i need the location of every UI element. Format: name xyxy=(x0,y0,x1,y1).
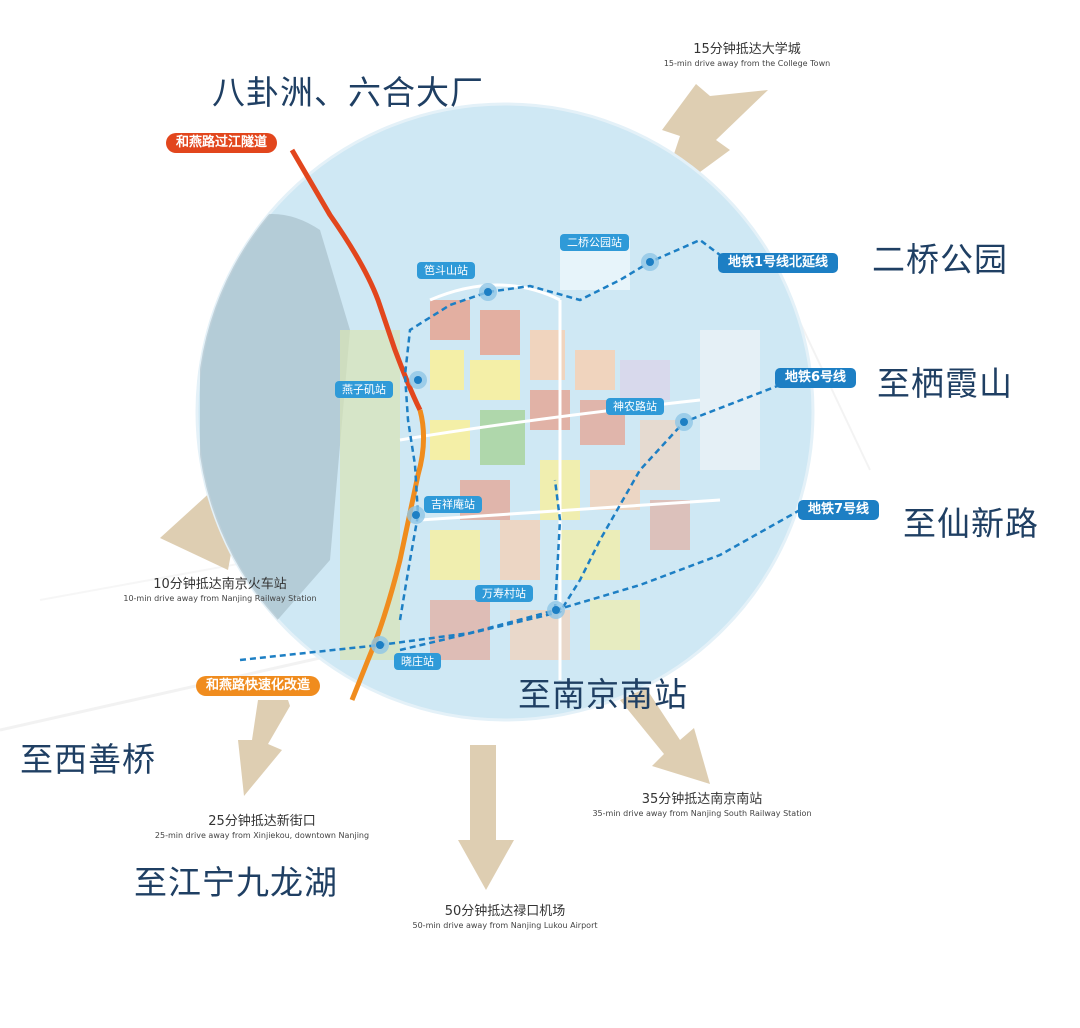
dest-xinjiekou: 25分钟抵达新街口 25-min drive away from Xinjiek… xyxy=(155,814,369,841)
dest-college-town: 15分钟抵达大学城 15-min drive away from the Col… xyxy=(664,42,830,69)
dest-college-town-en: 15-min drive away from the College Town xyxy=(663,59,831,68)
label-erqiao-park: 二桥公园 xyxy=(872,240,1008,279)
metro-line-7b-path xyxy=(553,479,562,611)
label-to-nanjing-south: 至南京南站 xyxy=(518,675,688,714)
pill-metro-line-6: 地铁6号线 xyxy=(775,368,857,388)
dest-south-station: 35分钟抵达南京南站 35-min drive away from Nanjin… xyxy=(592,792,811,819)
pill-tunnel: 和燕路过江隧道 xyxy=(166,133,278,153)
dest-railway-station: 10分钟抵达南京火车站 10-min drive away from Nanji… xyxy=(123,577,316,604)
dest-south-station-en: 35-min drive away from Nanjing South Rai… xyxy=(592,809,812,818)
dest-south-station-cn: 35分钟抵达南京南站 xyxy=(641,792,763,807)
metro-line-1-path xyxy=(398,238,721,621)
arrow-college-town xyxy=(662,84,768,172)
dest-airport-en: 50-min drive away from Nanjing Lukou Air… xyxy=(412,921,598,930)
dest-airport-cn: 50分钟抵达禄口机场 xyxy=(444,904,566,919)
station-erqiao-park: 二桥公园站 xyxy=(560,234,629,251)
dest-xinjiekou-en: 25-min drive away from Xinjiekou, downto… xyxy=(154,831,370,840)
label-to-qixia: 至栖霞山 xyxy=(877,364,1013,403)
pill-metro-line-1: 地铁1号线北延线 xyxy=(718,253,839,273)
dest-college-town-cn: 15分钟抵达大学城 xyxy=(693,42,801,57)
station-shennonglu: 神农路站 xyxy=(606,398,664,415)
dest-railway-station-en: 10-min drive away from Nanjing Railway S… xyxy=(123,594,317,603)
station-jixiangan: 吉祥庵站 xyxy=(424,496,482,513)
station-yanziji: 燕子矶站 xyxy=(335,381,393,398)
label-to-xishan: 至西善桥 xyxy=(20,740,156,779)
label-bagua-liuhe: 八卦洲、六合大厂 xyxy=(212,73,484,112)
arrow-xinjiekou xyxy=(238,700,290,796)
dest-railway-station-cn: 10分钟抵达南京火车站 xyxy=(153,577,287,592)
label-to-xianxin: 至仙新路 xyxy=(903,504,1039,543)
dest-xinjiekou-cn: 25分钟抵达新街口 xyxy=(208,814,316,829)
tunnel-road-line xyxy=(289,148,423,412)
station-xiaozhuang: 晓庄站 xyxy=(394,653,441,670)
dest-airport: 50分钟抵达禄口机场 50-min drive away from Nanjin… xyxy=(413,904,598,931)
pill-metro-line-7: 地铁7号线 xyxy=(798,500,880,520)
arrow-south-station xyxy=(620,688,710,784)
arrow-airport xyxy=(458,745,514,890)
station-mudoushan: 笆斗山站 xyxy=(417,262,475,279)
station-wanshoucun: 万寿村站 xyxy=(475,585,533,602)
station-dots xyxy=(371,253,693,654)
pill-expressway: 和燕路快速化改造 xyxy=(196,676,321,696)
label-to-jiangning: 至江宁九龙湖 xyxy=(134,863,338,902)
